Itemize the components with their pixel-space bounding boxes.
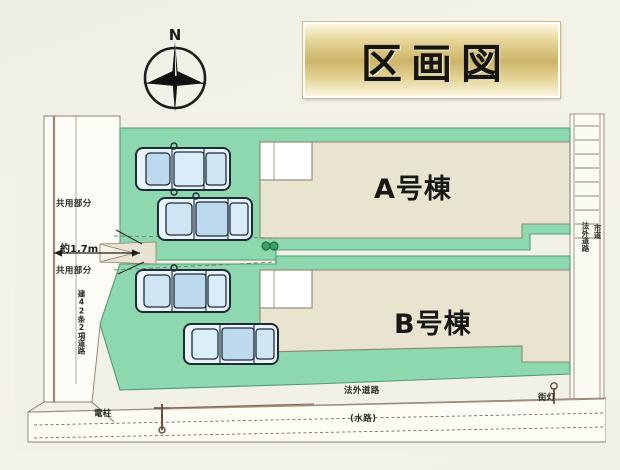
green-marker-icon <box>261 241 279 251</box>
annotation-leader-lines <box>115 229 145 275</box>
north-label: N <box>168 26 182 44</box>
street-light-icon <box>550 382 558 404</box>
annotation-east-road-line2: 市道 <box>593 224 602 239</box>
east-road-area <box>569 113 605 407</box>
car-b1 <box>135 264 231 313</box>
page-title-banner: 区画図 <box>303 22 560 98</box>
compass-rose-icon <box>142 42 208 112</box>
compass-rose: N <box>137 26 213 112</box>
annotation-south-road-line1: 法外道路 <box>344 386 380 396</box>
annotation-street-light: 街灯 <box>538 393 556 403</box>
annotation-south-road-line2: (水路) <box>350 414 377 424</box>
annotation-east-road-line1: 法外道路 <box>581 222 590 252</box>
annotation-utility-pole: 電柱 <box>94 409 112 419</box>
plot-b-entrance <box>259 269 313 309</box>
width-dimension-arrow <box>54 249 140 257</box>
page-title: 区画図 <box>361 40 511 88</box>
southwest-boundary <box>27 401 115 423</box>
plot-a-entrance <box>259 141 313 181</box>
annotation-west-road: 建42条2項道路 <box>77 290 86 355</box>
car-a1 <box>135 142 231 196</box>
site-map-drawing <box>14 112 607 452</box>
car-a2 <box>157 192 253 241</box>
plot-b-label: B号棟 <box>394 309 472 340</box>
annotation-shared-portion-upper: 共用部分 <box>56 199 92 209</box>
car-b2 <box>183 323 279 365</box>
plot-a-label: A号棟 <box>374 174 452 205</box>
utility-pole-icon <box>154 403 315 434</box>
annotation-shared-portion-lower: 共用部分 <box>56 266 92 276</box>
south-road-area <box>27 397 607 443</box>
annotation-width-dimension: 約1.7m <box>60 244 99 255</box>
site-map: 共用部分 約1.7m 共用部分 建42条2項道路 法外道路 市道 法外道路 (水… <box>14 112 607 452</box>
